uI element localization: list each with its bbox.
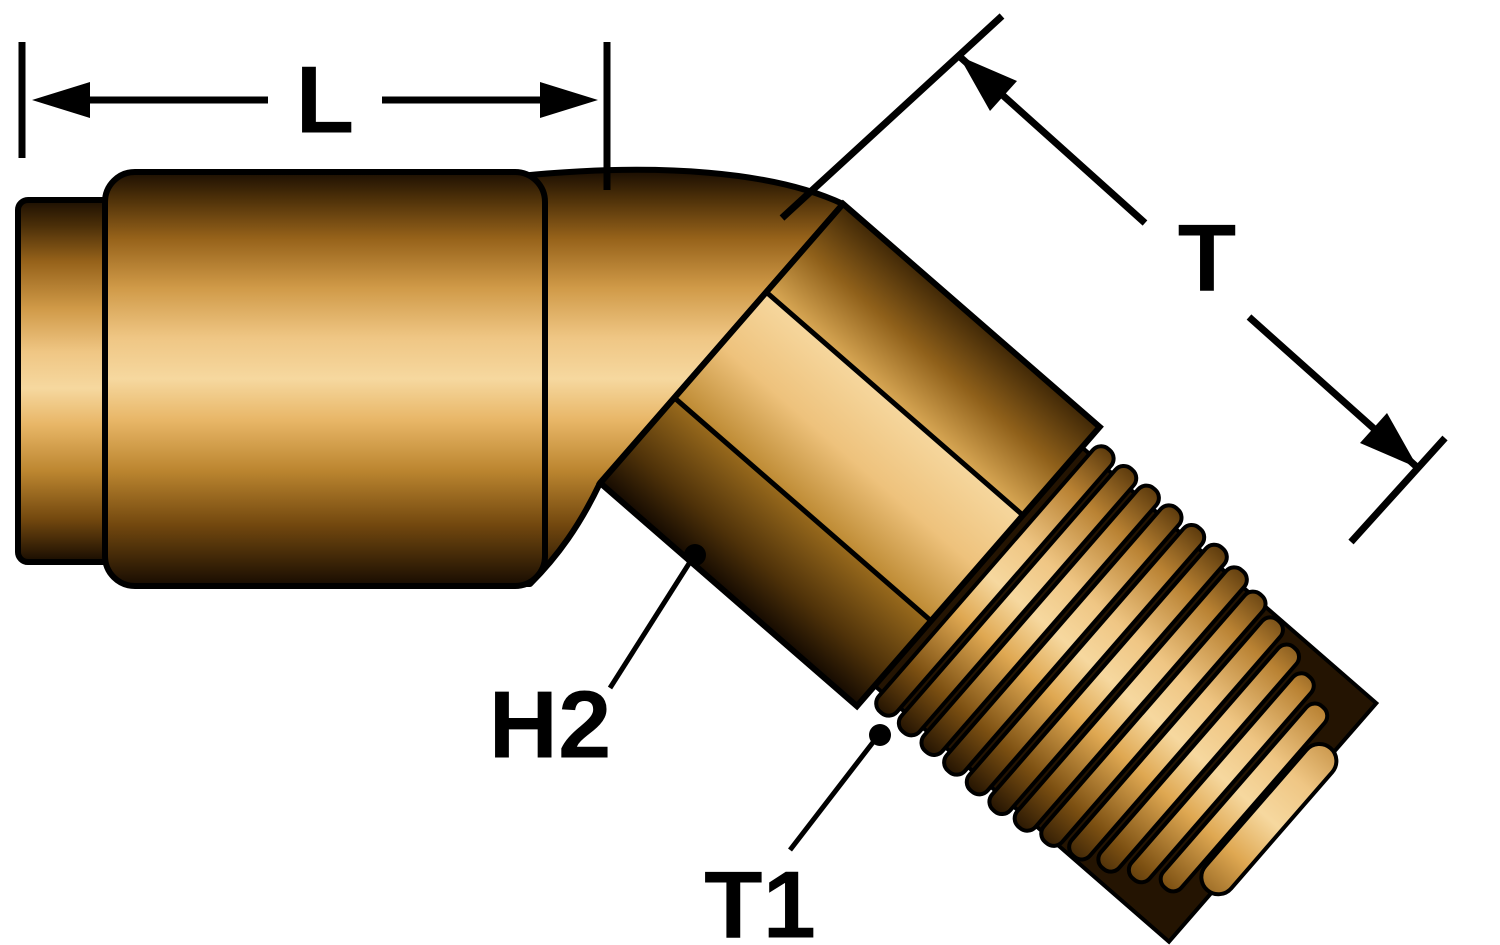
thread-ridge xyxy=(1158,701,1330,894)
thread-ridge xyxy=(874,444,1116,718)
leader-dot-t1 xyxy=(869,724,891,746)
hex-nut xyxy=(596,199,1104,711)
arrowhead-upper xyxy=(959,56,1017,111)
socket-body xyxy=(102,169,548,589)
leader-line-t1 xyxy=(788,739,876,852)
thread-ridge xyxy=(1012,565,1249,833)
thread-ridge xyxy=(942,503,1184,777)
thread-ridge xyxy=(1096,642,1301,874)
thread-ridge xyxy=(919,483,1161,758)
hex-facet-top xyxy=(766,203,1100,516)
arrowhead-right xyxy=(540,82,598,118)
arrowhead-left xyxy=(32,82,90,118)
leader-dot-h2 xyxy=(684,544,706,566)
callout-label-h2: H2 xyxy=(489,672,612,779)
hex-edge-upper xyxy=(764,290,1025,518)
thread-ridge xyxy=(1039,589,1268,848)
thread-ridge xyxy=(1067,615,1285,862)
male-threads xyxy=(874,444,1339,897)
hex-facet-bottom xyxy=(600,397,932,707)
arrowhead-lower xyxy=(1360,413,1418,468)
thread-ridge xyxy=(964,523,1207,797)
hex-facet-middle xyxy=(674,292,1023,621)
dimension-T xyxy=(779,13,1448,545)
thread-ridge xyxy=(987,542,1229,817)
dimension-label-l: L xyxy=(296,47,355,154)
callout-label-t1: T1 xyxy=(704,852,816,945)
callout-t1: T1 xyxy=(704,724,891,945)
extension-line-bottom xyxy=(1348,435,1448,545)
thread-ridge xyxy=(1126,671,1316,885)
hex-edge-lower xyxy=(672,395,933,623)
extension-line-top xyxy=(779,13,1005,221)
dimension-L xyxy=(18,42,611,190)
thread-tip xyxy=(1199,742,1339,897)
callout-h2: H2 xyxy=(489,544,706,779)
dimension-label-t: T xyxy=(1178,205,1237,312)
leader-line-h2 xyxy=(607,560,693,690)
angled-end-assembly xyxy=(596,199,1380,945)
hex-outline xyxy=(596,199,1104,711)
thread-ridge xyxy=(896,463,1139,738)
